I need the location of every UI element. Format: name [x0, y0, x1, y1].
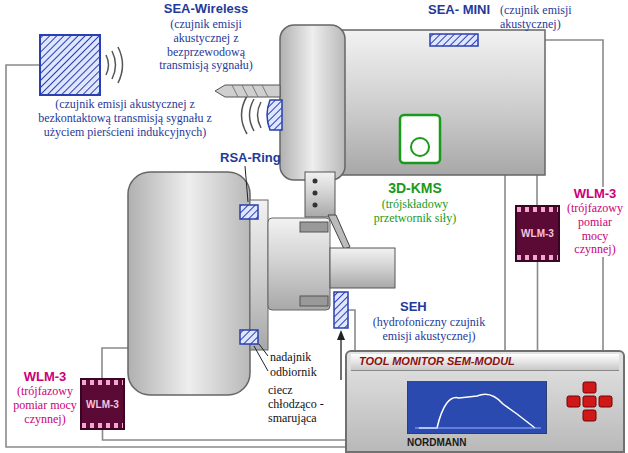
force-sensor-bore — [411, 138, 429, 156]
leader-lines — [245, 166, 268, 371]
meter-description: (trójfazowy pomiar mocy czynnej) — [12, 385, 78, 426]
box-label: WLM-3 — [521, 228, 554, 239]
drill-flutes — [232, 85, 268, 97]
meter-name: WLM-3 — [564, 187, 626, 202]
spindle-flange — [250, 200, 268, 350]
receiver-box — [40, 35, 100, 95]
control-keys — [559, 378, 619, 428]
workpiece — [330, 248, 395, 288]
power-meter-box: WLM-3WLM-3(trójfazowy pomiar mocy czynne… — [80, 378, 125, 430]
chuck-jaws — [300, 222, 328, 306]
force-sensor — [400, 115, 440, 163]
tool-monitor: TOOL MONITOR SEM-MODUL NORDMANN — [345, 350, 625, 453]
coolant-pipe — [340, 334, 341, 380]
meter-name: WLM-3 — [12, 370, 78, 385]
sensor-name: RSA-Ring — [220, 151, 290, 166]
chuck — [268, 218, 330, 310]
tool-post-bolts — [313, 179, 318, 208]
wire — [536, 175, 538, 205]
part-label: nadajnik — [270, 351, 330, 365]
sensor-description: (hydrofoniczny czujnik emisji akustyczne… — [360, 316, 498, 344]
seh-sensor — [334, 292, 348, 328]
sea-mini-sensor — [430, 34, 478, 46]
sensor-name: SEA- MINI — [428, 3, 500, 18]
meter-description: (trójfazowy pomiar mocy czynnej) — [564, 202, 626, 257]
signal-wire — [103, 430, 346, 440]
box-label: WLM-3 — [86, 399, 119, 410]
coolant-arrow — [337, 330, 345, 340]
sensor-name: 3D-KMS — [360, 180, 470, 196]
spindle-disc — [280, 25, 345, 180]
tool-post — [305, 172, 335, 217]
sensor-description: (czujnik emisji akustycznej) — [500, 4, 610, 32]
rsa-ring — [240, 205, 258, 219]
power-meter-box: WLM-3WLM-3(trójfazowy pomiar mocy czynne… — [515, 205, 560, 262]
headstock — [128, 172, 250, 395]
spindle-housing — [342, 30, 545, 175]
monitor-screen — [407, 374, 547, 434]
rsa-ring — [240, 330, 258, 344]
part-label: ciecz chłodząco - smarująca — [268, 384, 336, 425]
sensor-name: SEH — [400, 300, 440, 315]
sensor-description: (czujnik emisji akustycznej z bezprzewod… — [150, 18, 262, 73]
wire — [102, 348, 128, 378]
part-label: odbiornik — [270, 366, 330, 380]
drill-tool — [215, 85, 280, 97]
brand-name: NORDMANN — [407, 437, 466, 448]
wire — [348, 310, 355, 350]
sensor-name: SEA-Wireless — [150, 2, 262, 17]
sensor-description: (trójskładowy przetwornik siły) — [370, 198, 460, 226]
signal-wire — [537, 262, 539, 350]
sea-wireless-sensor — [267, 100, 282, 130]
sensor-description: (czujnik emisji akustycznej z bezkontakt… — [30, 98, 220, 139]
device-title: TOOL MONITOR SEM-MODUL — [359, 355, 515, 367]
turning-tool — [328, 215, 350, 249]
